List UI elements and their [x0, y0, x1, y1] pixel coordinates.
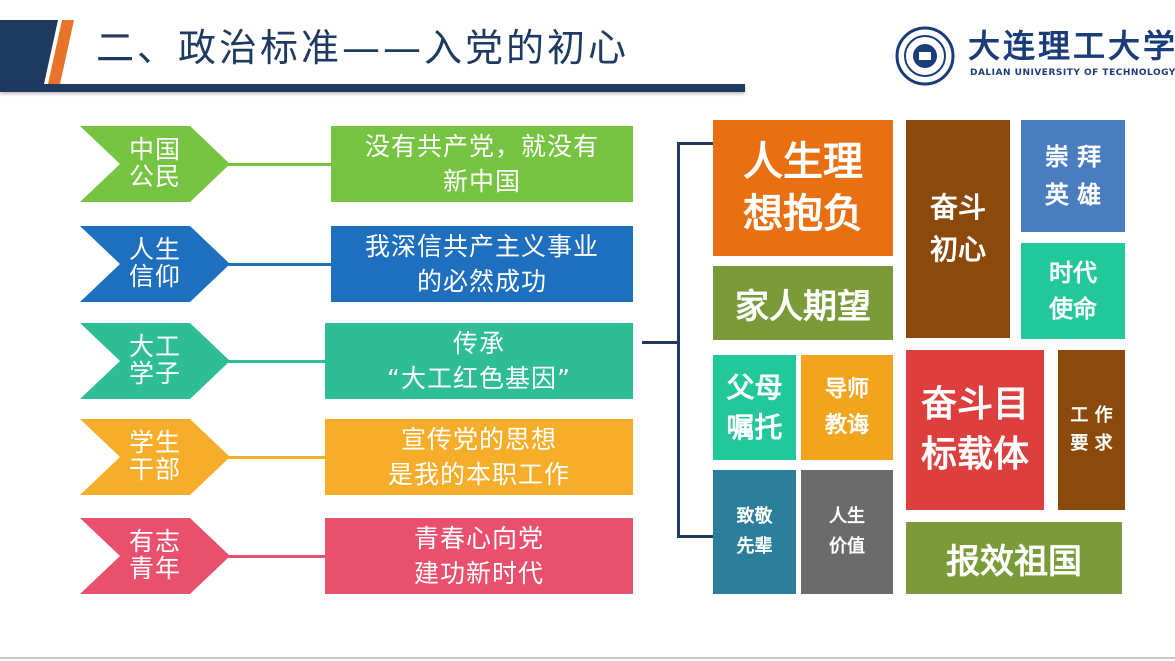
chevron-aspiring-youth — [80, 518, 230, 594]
tile-salute-predecessors: 致敬 先辈 — [713, 470, 796, 594]
chevron-dut-student — [80, 323, 230, 399]
bracket-top — [677, 142, 713, 145]
bracket-middle — [642, 341, 680, 344]
university-name-en: DALIAN UNIVERSITY OF TECHNOLOGY — [970, 68, 1175, 78]
university-name-cn: 大连理工大学 — [968, 27, 1175, 65]
chevron-student-cadre — [80, 419, 230, 495]
row-label-student-cadre: 学生 干部 — [128, 428, 181, 484]
row-label-dut-student: 大工 学子 — [128, 332, 181, 388]
connector-line — [228, 263, 332, 266]
tile-life-value: 人生 价值 — [801, 470, 893, 594]
statement-belief: 我深信共产主义事业 的必然成功 — [331, 226, 633, 302]
tile-parents-entrust: 父母 嘱托 — [713, 355, 796, 460]
university-seal-icon — [895, 26, 955, 86]
tile-era-mission: 时代 使命 — [1021, 243, 1125, 339]
title-banner — [0, 20, 74, 84]
row-label-aspiring-youth: 有志 青年 — [128, 527, 181, 583]
statement-aspiring-youth: 青春心向党 建功新时代 — [325, 518, 633, 594]
chevron-belief — [80, 226, 230, 302]
tile-work-requirement: 工 作 要 求 — [1058, 350, 1125, 510]
connector-line — [228, 360, 326, 363]
statement-student-cadre: 宣传党的思想 是我的本职工作 — [325, 419, 633, 495]
row-label-citizen: 中国 公民 — [128, 135, 181, 191]
tile-struggle-goal: 奋斗目 标载体 — [906, 350, 1044, 510]
bracket-line — [677, 142, 680, 538]
tile-serve-country: 报效祖国 — [906, 522, 1122, 594]
statement-citizen: 没有共产党，就没有 新中国 — [331, 126, 633, 202]
tile-mentor-teaching: 导师 教诲 — [801, 355, 893, 460]
tile-life-ideal: 人生理 想抱负 — [713, 120, 893, 256]
title-underline — [0, 84, 745, 92]
statement-dut-student: 传承 “大工红色基因” — [325, 323, 633, 399]
tile-hero-worship: 崇 拜 英 雄 — [1021, 120, 1125, 232]
connector-line — [228, 456, 326, 459]
connector-line — [228, 163, 332, 166]
bracket-bottom — [677, 535, 713, 538]
tile-struggle-origin: 奋斗 初心 — [906, 120, 1010, 338]
tile-family-expectation: 家人期望 — [713, 266, 893, 340]
chevron-citizen — [80, 126, 230, 202]
row-label-belief: 人生 信仰 — [128, 235, 181, 291]
bottom-divider — [0, 657, 1175, 659]
page-title: 二、政治标准——入党的初心 — [96, 26, 630, 70]
connector-line — [228, 555, 326, 558]
